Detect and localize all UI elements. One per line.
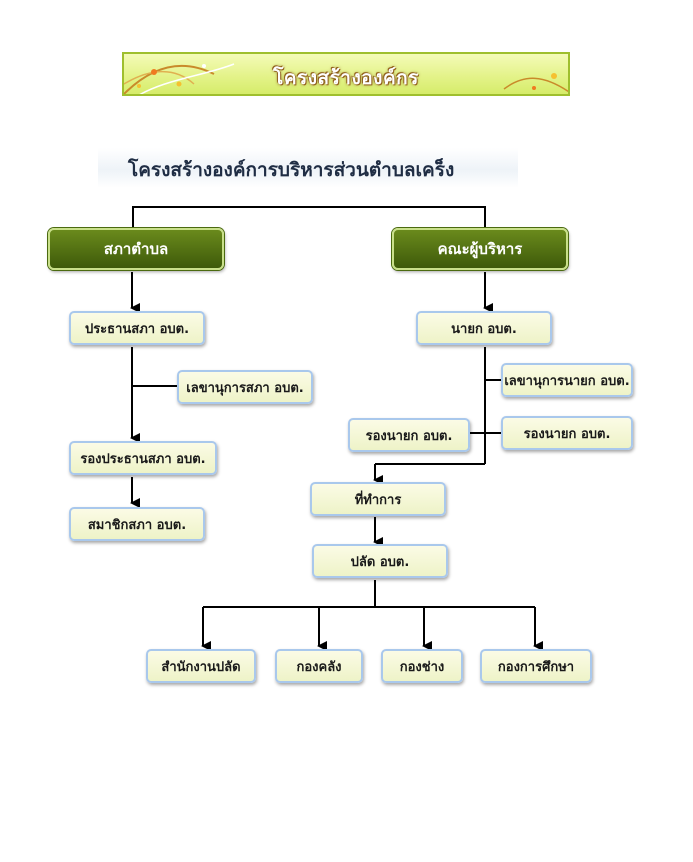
- dept-engineering-box: กองช่าง: [381, 649, 463, 683]
- chart-title: โครงสร้างองค์การบริหารส่วนตำบลเคร็ง: [128, 159, 455, 181]
- office-box: ที่ทำการ: [310, 482, 446, 516]
- council-president-box: ประธานสภา อบต.: [69, 311, 205, 345]
- chief-administrator-box: ปลัด อบต.: [312, 544, 448, 578]
- header-banner: โครงสร้างองค์กร: [122, 52, 570, 96]
- council-secretary-box: เลขานุการสภา อบต.: [177, 370, 313, 404]
- dept-education-box: กองการศึกษา: [480, 649, 592, 683]
- banner-title: โครงสร้างองค์กร: [273, 67, 419, 89]
- chart-title-background: [98, 148, 518, 188]
- dept-finance-box: กองคลัง: [275, 649, 363, 683]
- council-head-box: สภาตำบล: [48, 228, 224, 270]
- mayor-secretary-box: เลขานุการนายก อบต.: [501, 363, 633, 397]
- council-vice-president-box: รองประธานสภา อบต.: [69, 441, 217, 475]
- deputy-mayor-right-box: รองนายก อบต.: [501, 416, 633, 450]
- mayor-box: นายก อบต.: [416, 311, 552, 345]
- executive-head-box: คณะผู้บริหาร: [392, 228, 568, 270]
- deputy-mayor-left-box: รองนายก อบต.: [348, 418, 470, 452]
- council-member-box: สมาชิกสภา อบต.: [69, 507, 205, 541]
- dept-admin-office-box: สำนักงานปลัด: [146, 649, 256, 683]
- swirl-decoration-icon: [124, 63, 568, 94]
